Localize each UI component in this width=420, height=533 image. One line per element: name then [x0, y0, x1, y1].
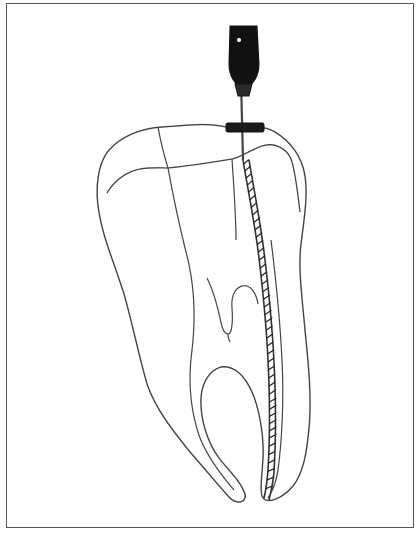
crown-cusp-notch: [158, 127, 168, 168]
enamel-boundary: [107, 145, 300, 212]
rubber-stopper-icon: [226, 123, 264, 132]
pulp-canal-outline: [168, 159, 236, 490]
file-handle-icon: [229, 26, 259, 88]
file-flute-mark: [250, 195, 256, 200]
file-ferrule: [235, 84, 252, 96]
furcation-inner: [207, 278, 258, 342]
handle-highlight: [237, 38, 241, 42]
endodontic-file-icon: [243, 160, 276, 500]
